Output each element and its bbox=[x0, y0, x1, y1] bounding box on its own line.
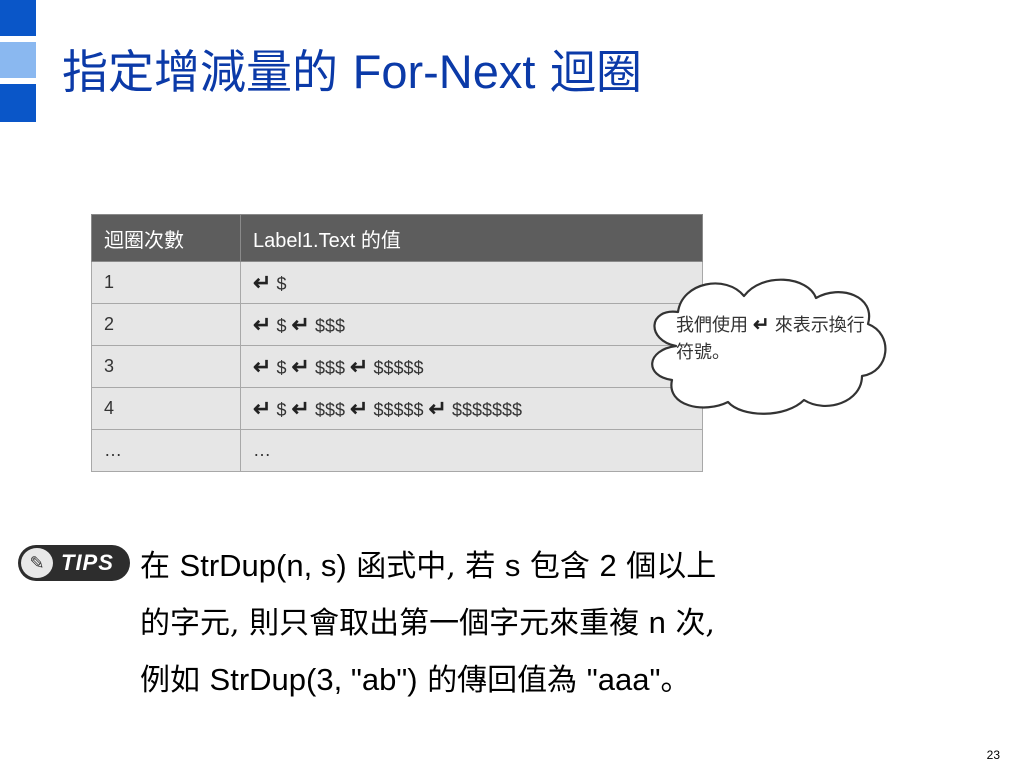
return-symbol-icon: ↵ bbox=[253, 269, 272, 295]
loop-count-cell: 3 bbox=[91, 345, 241, 388]
title-end: 迴圈 bbox=[550, 45, 643, 99]
tip-line-2: 的字元, 則只會取出第一個字元來重複 n 次, bbox=[140, 595, 1010, 652]
tip-paragraph: 在 StrDup(n, s) 函式中, 若 s 包含 2 個以上 的字元, 則只… bbox=[140, 538, 1010, 709]
return-symbol-icon: ↵ bbox=[253, 395, 272, 421]
tip-code-fragment: "aaa" bbox=[586, 662, 661, 697]
loop-value-table: 迴圈次數 Label1.Text 的值 1↵ $ 2↵ $ ↵ $$$ 3↵ $… bbox=[91, 214, 703, 472]
return-symbol-icon: ↵ bbox=[291, 353, 310, 379]
table-header-row: 迴圈次數 Label1.Text 的值 bbox=[91, 214, 703, 262]
callout-text-after: 來表示換行符號。 bbox=[676, 315, 865, 362]
loop-count-cell: 1 bbox=[91, 261, 241, 304]
callout-text-before: 我們使用 bbox=[676, 315, 748, 335]
return-symbol-icon: ↵ bbox=[291, 395, 310, 421]
tip-text-fragment: 的傳回值為 bbox=[427, 663, 578, 698]
thought-cloud bbox=[651, 278, 887, 415]
dollar-segment: $$$$$$$ bbox=[451, 399, 523, 420]
return-symbol-icon: ↵ bbox=[291, 311, 310, 337]
tip-text-fragment: 函式中, bbox=[356, 549, 456, 584]
table-row: …… bbox=[91, 429, 703, 472]
page-number: 23 bbox=[986, 748, 1000, 762]
dollar-segment: $$$$$ bbox=[373, 399, 424, 420]
loop-count-cell: … bbox=[91, 429, 241, 472]
tip-text-fragment: 個以上 bbox=[626, 549, 717, 584]
dollar-segment: $$$ bbox=[314, 315, 345, 336]
tip-text-fragment: 次, bbox=[675, 606, 715, 641]
tips-label: TIPS bbox=[61, 550, 114, 575]
tip-text-fragment: 則只會取出第一個字元來重複 bbox=[249, 606, 640, 641]
loop-count-cell: 4 bbox=[91, 387, 241, 430]
dollar-segment: $ bbox=[276, 357, 287, 378]
return-symbol-icon: ↵ bbox=[753, 314, 770, 336]
dollar-segment: $$$$$ bbox=[373, 357, 424, 378]
tip-code-fragment: 2 bbox=[599, 548, 617, 583]
label-value-cell: ↵ $ ↵ $$$ ↵ $$$$$ ↵ $$$$$$$ bbox=[240, 387, 703, 430]
tip-text-fragment: 。 bbox=[660, 663, 691, 698]
header-loop-count: 迴圈次數 bbox=[91, 214, 241, 262]
slide-title: 指定增減量的 For-Next 迴圈 bbox=[62, 44, 642, 100]
dollar-segment: $ bbox=[276, 315, 287, 336]
return-symbol-icon: ↵ bbox=[428, 395, 447, 421]
loop-count-cell: 2 bbox=[91, 303, 241, 346]
label-value-cell: ↵ $ ↵ $$$ bbox=[240, 303, 703, 346]
decor-square-top bbox=[0, 0, 36, 36]
table-body: 1↵ $ 2↵ $ ↵ $$$ 3↵ $ ↵ $$$ ↵ $$$$$ 4↵ $ … bbox=[91, 261, 703, 472]
tips-badge: ✎ TIPS bbox=[18, 545, 130, 581]
return-symbol-icon: ↵ bbox=[253, 353, 272, 379]
label-value-cell: ↵ $ ↵ $$$ ↵ $$$$$ bbox=[240, 345, 703, 388]
tip-text-fragment: 包含 bbox=[529, 549, 590, 584]
callout-text: 我們使用 ↵ 來表示換行符號。 bbox=[676, 312, 876, 366]
tip-text-fragment: 若 bbox=[465, 549, 496, 584]
label-value-cell: … bbox=[240, 429, 703, 472]
label-value-cell: ↵ $ bbox=[240, 261, 703, 304]
return-symbol-icon: ↵ bbox=[350, 353, 369, 379]
tip-text-fragment: 的字元, bbox=[140, 606, 240, 641]
tip-code-fragment: s bbox=[504, 548, 521, 583]
tip-text-fragment: 在 bbox=[140, 549, 170, 584]
header-label-value: Label1.Text 的值 bbox=[240, 214, 703, 262]
title-cjk: 指定增減量的 bbox=[62, 45, 338, 99]
tip-line-1: 在 StrDup(n, s) 函式中, 若 s 包含 2 個以上 bbox=[140, 538, 1010, 595]
table-row: 3↵ $ ↵ $$$ ↵ $$$$$ bbox=[91, 345, 703, 388]
decor-square-bottom bbox=[0, 84, 36, 122]
dollar-segment: $$$ bbox=[314, 357, 345, 378]
tip-code-fragment: StrDup(n, s) bbox=[179, 548, 347, 583]
table-row: 4↵ $ ↵ $$$ ↵ $$$$$ ↵ $$$$$$$ bbox=[91, 387, 703, 430]
title-latin: For-Next bbox=[352, 45, 536, 98]
dollar-segment: $ bbox=[276, 273, 287, 294]
return-symbol-icon: ↵ bbox=[350, 395, 369, 421]
dollar-segment: $$$ bbox=[314, 399, 345, 420]
dollar-segment: $ bbox=[276, 399, 287, 420]
return-symbol-icon: ↵ bbox=[253, 311, 272, 337]
tip-text-fragment: 例如 bbox=[140, 663, 200, 698]
tip-line-3: 例如 StrDup(3, "ab") 的傳回值為 "aaa"。 bbox=[140, 652, 1010, 709]
decor-square-middle bbox=[0, 42, 36, 78]
tip-code-fragment: n bbox=[648, 605, 666, 640]
table-row: 2↵ $ ↵ $$$ bbox=[91, 303, 703, 346]
notebook-pencil-icon: ✎ bbox=[21, 548, 53, 578]
table-row: 1↵ $ bbox=[91, 261, 703, 304]
tip-code-fragment: StrDup(3, "ab") bbox=[209, 662, 418, 697]
